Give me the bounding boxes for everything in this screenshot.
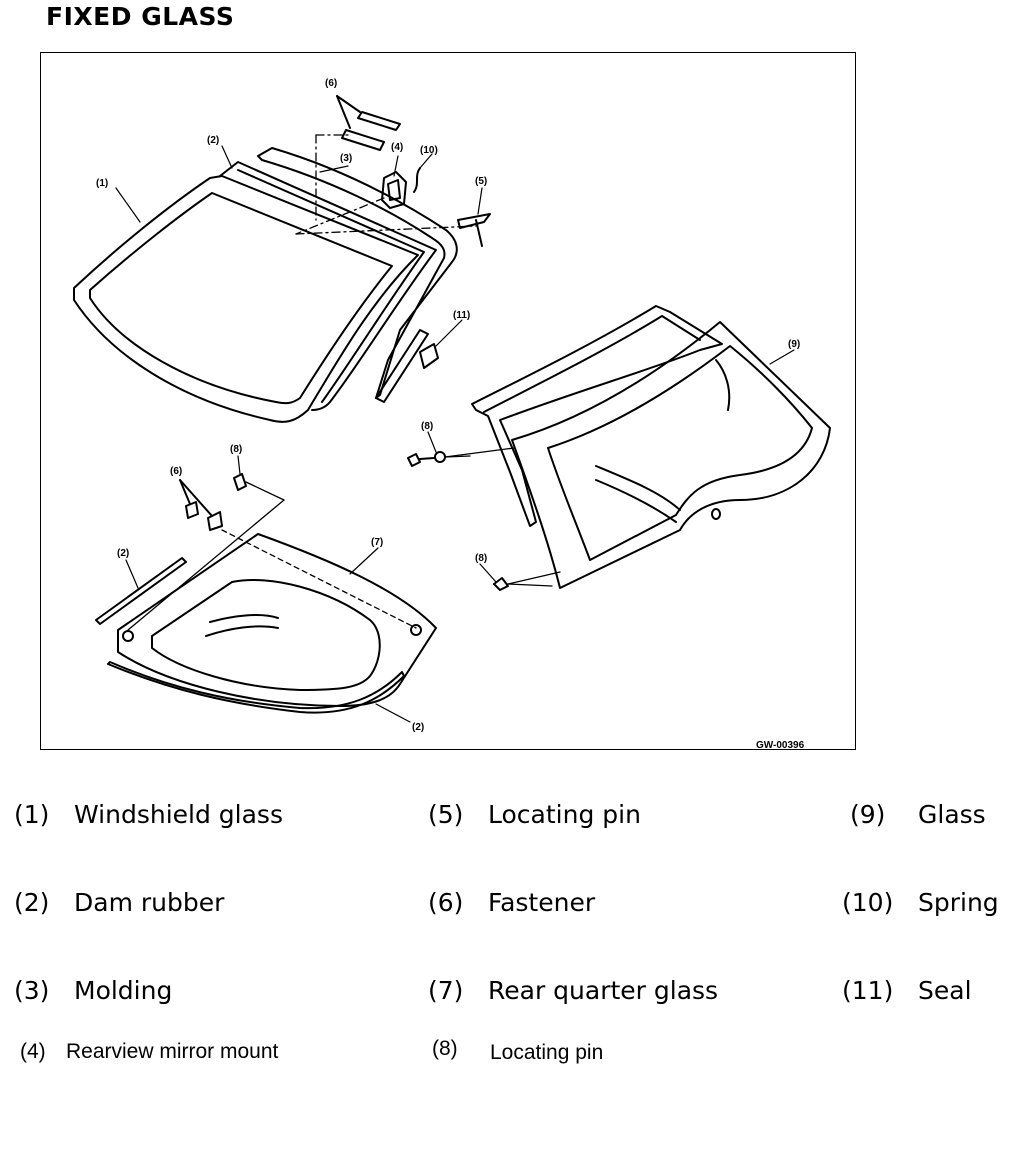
rear-quarter-glass — [117, 533, 437, 707]
locating-pin-top — [457, 213, 491, 247]
callout-spring: (10) — [420, 145, 438, 156]
leader-lines-top — [295, 134, 477, 235]
callout-fastener-top: (6) — [325, 78, 337, 89]
spring — [413, 167, 421, 193]
callout-leaders — [115, 145, 795, 723]
legend-item-dam-rubber: (2) Dam rubber — [14, 888, 225, 917]
locating-pin-rear-lower — [493, 571, 561, 591]
fastener-quarter — [179, 479, 223, 531]
fixed-glass-diagram: (6) (2) (3) (4) (10) (1) (5) (11) (9) (8… — [73, 78, 831, 751]
callout-pin-quarter: (8) — [230, 444, 242, 455]
callout-locating-pin-top: (5) — [475, 176, 487, 187]
legend-item-fastener: (6) Fastener — [428, 888, 596, 917]
callout-quarter-glass: (7) — [371, 537, 383, 548]
leader-lines-quarter — [221, 529, 417, 629]
callout-windshield: (1) — [96, 178, 108, 189]
page-title: FIXED GLASS — [46, 2, 235, 31]
rear-glass-seal-frame — [471, 305, 723, 527]
molding — [257, 147, 458, 399]
legend-item-spring: (10) Spring — [842, 888, 999, 917]
callout-dam-rubber-top: (2) — [207, 135, 219, 146]
callout-molding: (3) — [340, 153, 352, 164]
legend-item-molding: (3) Molding — [14, 976, 173, 1005]
callout-dam-rubber-quarter-bottom: (2) — [412, 722, 424, 733]
diagram-code: GW-00396 — [756, 740, 805, 751]
callout-seal: (11) — [453, 310, 470, 321]
callout-dam-rubber-quarter-top: (2) — [117, 548, 129, 559]
callout-pin-rear-upper: (8) — [421, 421, 433, 432]
diagram-frame — [40, 52, 856, 750]
dam-rubber-quarter — [95, 557, 405, 714]
callout-rear-glass: (9) — [788, 339, 800, 350]
locating-pin-rear-upper — [407, 447, 515, 467]
rearview-mirror-mount — [381, 171, 407, 209]
callout-pin-rear-lower: (8) — [475, 553, 487, 564]
seal-strip — [375, 329, 439, 403]
legend-item-glass: (9) Glass — [850, 800, 986, 829]
fastener-top — [336, 95, 401, 151]
legend-item-locating-pin: (5) Locating pin — [428, 800, 641, 829]
legend-item-locating-pin-8: (8) Locating pin — [432, 1037, 604, 1064]
rear-glass — [511, 321, 831, 589]
legend-item-seal: (11) Seal — [842, 976, 972, 1005]
callout-fastener-quarter: (6) — [170, 466, 182, 477]
callout-mirror-mount: (4) — [391, 142, 403, 153]
legend-item-rearview-mirror-mount: (4) Rearview mirror mount — [20, 1040, 279, 1063]
windshield-glass — [73, 175, 419, 423]
locating-pin-quarter — [127, 473, 285, 631]
legend-item-rear-quarter-glass: (7) Rear quarter glass — [428, 976, 719, 1005]
legend-item-windshield-glass: (1) Windshield glass — [14, 800, 283, 829]
dam-rubber-windshield — [219, 161, 437, 411]
